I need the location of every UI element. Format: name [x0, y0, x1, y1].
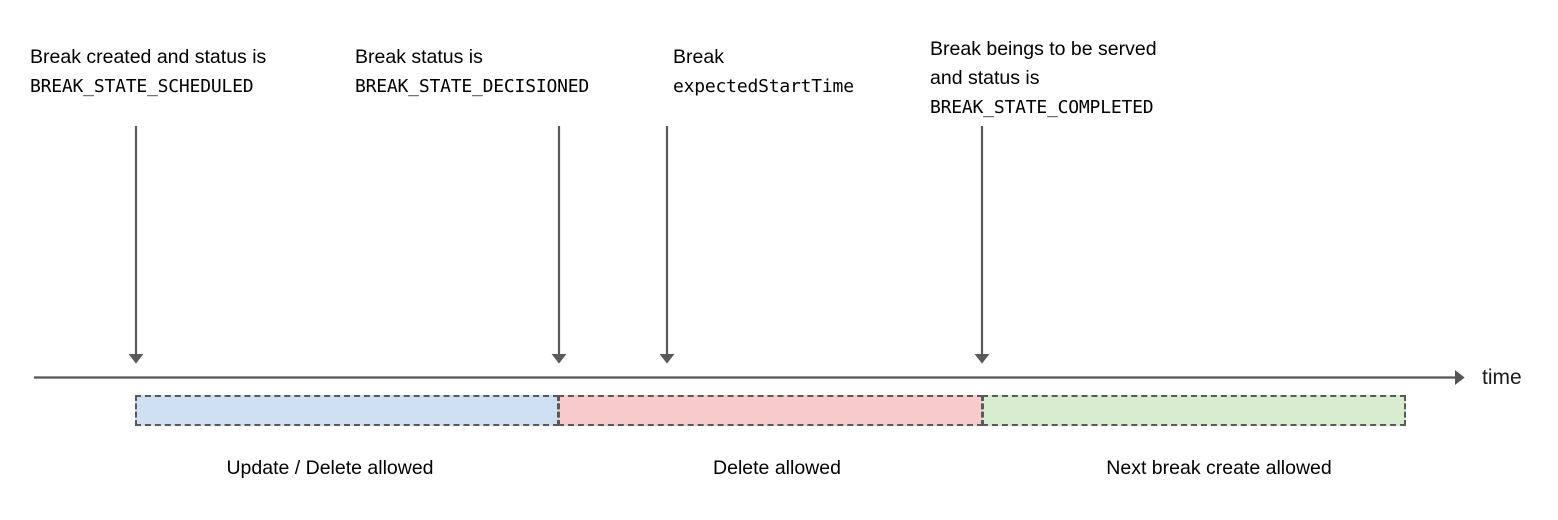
annotation-completed-line-2: and status is	[930, 67, 1040, 89]
annotation-scheduled-line-1: Break created and status is	[30, 46, 267, 68]
annotation-decisioned-line-2: BREAK_STATE_DECISIONED	[355, 76, 590, 97]
phase-bar-next-break-create	[982, 395, 1406, 426]
caption-next-break-create: Next break create allowed	[1106, 457, 1332, 479]
time-axis-label: time	[1482, 366, 1522, 389]
annotation-decisioned: Break status is BREAK_STATE_DECISIONED	[355, 43, 589, 101]
annotation-scheduled-line-2: BREAK_STATE_SCHEDULED	[30, 76, 254, 97]
caption-delete-only: Delete allowed	[713, 457, 841, 479]
annotation-decisioned-line-1: Break status is	[355, 46, 483, 68]
phase-bar-delete-only	[558, 395, 983, 426]
annotation-completed: Break beings to be served and status is …	[930, 35, 1157, 122]
annotation-completed-line-1: Break beings to be served	[930, 38, 1157, 60]
annotation-expected-start-time-line-1: Break	[673, 46, 724, 68]
annotation-scheduled: Break created and status is BREAK_STATE_…	[30, 43, 266, 101]
caption-update-delete: Update / Delete allowed	[226, 457, 434, 479]
phase-bar-update-delete	[135, 395, 559, 426]
annotation-expected-start-time-line-2: expectedStartTime	[673, 76, 854, 97]
annotation-expected-start-time: Break expectedStartTime	[673, 43, 854, 101]
annotation-completed-line-3: BREAK_STATE_COMPLETED	[930, 97, 1154, 118]
